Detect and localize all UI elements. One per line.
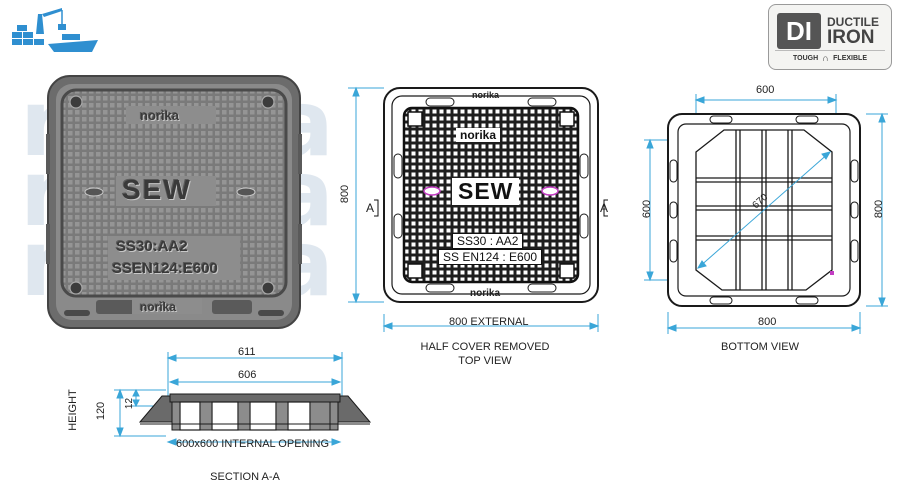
badge-tag-right: FLEXIBLE <box>833 54 867 62</box>
section-drawing <box>114 352 372 446</box>
top-view-section-mark-left: A <box>366 201 375 215</box>
photo-brand: norika <box>140 108 180 123</box>
top-view-caption-line-1: HALF COVER REMOVED <box>420 341 550 353</box>
top-view-code: SEW <box>452 178 520 205</box>
top-view-section-mark-right: A <box>600 201 609 215</box>
manhole-cover-photo <box>46 75 302 329</box>
photo-class-line: SS30:AA2 <box>116 238 188 255</box>
top-view-standard-line: SS EN124 : E600 <box>438 249 543 265</box>
section-caption: SECTION A-A <box>210 471 280 483</box>
top-view-caption-line-2: TOP VIEW <box>458 355 512 367</box>
bottom-view-dim-right: 800 <box>873 199 886 219</box>
section-dim-height: 120 <box>95 401 108 421</box>
top-view-brand-plate: norika <box>456 128 501 142</box>
section-dim-inner: 606 <box>238 369 257 381</box>
top-view-caption: HALF COVER REMOVED TOP VIEW <box>400 340 570 368</box>
section-dim-flange: 12 <box>124 397 136 410</box>
section-side-label: HEIGHT <box>66 389 79 431</box>
top-view-brand-top: norika <box>472 90 500 100</box>
section-opening-label: 600x600 INTERNAL OPENING <box>176 438 330 450</box>
bottom-view-caption: BOTTOM VIEW <box>720 341 800 353</box>
top-view-brand-bottom: norika <box>470 288 501 299</box>
photo-code: SEW <box>122 174 192 205</box>
section-dim-top: 611 <box>238 346 256 358</box>
badge-tagline: TOUGH ∩ FLEXIBLE <box>775 50 885 65</box>
bottom-view-dim-top: 600 <box>756 84 775 96</box>
bottom-view-dim-bottom: 800 <box>758 316 777 328</box>
bottom-view-drawing <box>644 94 888 334</box>
bottom-view-dim-left: 600 <box>641 199 654 219</box>
top-view-drawing <box>348 86 608 332</box>
badge-arch-icon: ∩ <box>822 53 829 63</box>
badge-line-1: DUCTILE <box>827 15 879 29</box>
top-view-dim-width: 800 EXTERNAL <box>449 316 529 328</box>
top-view-dim-height: 800 <box>339 184 352 204</box>
photo-brand-bottom: norika <box>140 300 177 314</box>
badge-mark: DI <box>777 13 821 49</box>
shipping-logo-icon <box>12 8 98 52</box>
ductile-iron-badge: DI DUCTILE IRON TOUGH ∩ FLEXIBLE <box>768 4 892 70</box>
photo-standard-line: SSEN124:E600 <box>112 260 218 277</box>
badge-tag-left: TOUGH <box>793 54 819 62</box>
top-view-class-line: SS30 : AA2 <box>452 233 524 249</box>
badge-line-2: IRON <box>827 27 875 48</box>
